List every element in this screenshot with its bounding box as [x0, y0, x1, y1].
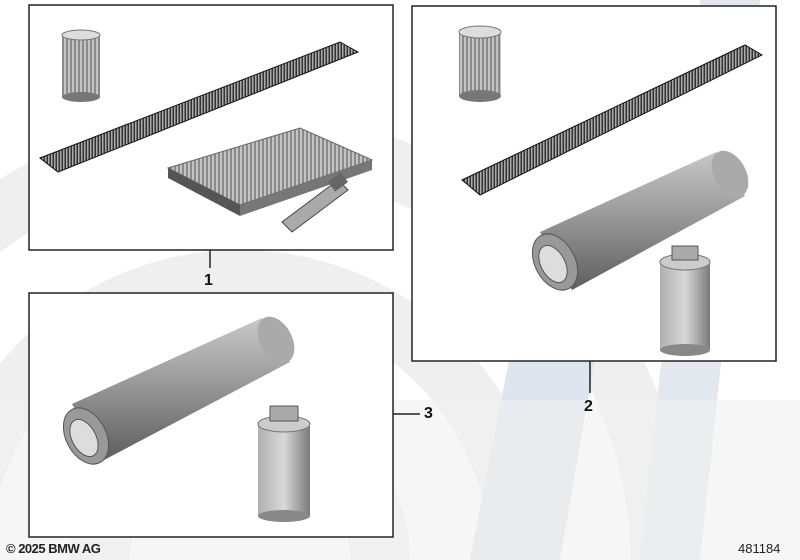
group-2-label[interactable]: 2 [584, 398, 593, 415]
cabin-filter-2 [461, 44, 764, 196]
fuel-filter-3 [257, 405, 311, 522]
intake-filter-tube-3 [62, 316, 295, 465]
oil-filter-1 [61, 29, 101, 102]
group-1-label[interactable]: 1 [204, 272, 213, 289]
fuel-filter-2 [659, 245, 711, 356]
copyright-text: © 2025 BMW AG [6, 541, 101, 556]
diagram-id: 481184 [738, 541, 781, 556]
group-3-label[interactable]: 3 [424, 405, 433, 422]
intake-filter-tube-2 [531, 150, 749, 291]
oil-filter-2 [458, 25, 502, 102]
spark-plug [281, 172, 349, 233]
cabin-filter-1 [38, 41, 360, 173]
